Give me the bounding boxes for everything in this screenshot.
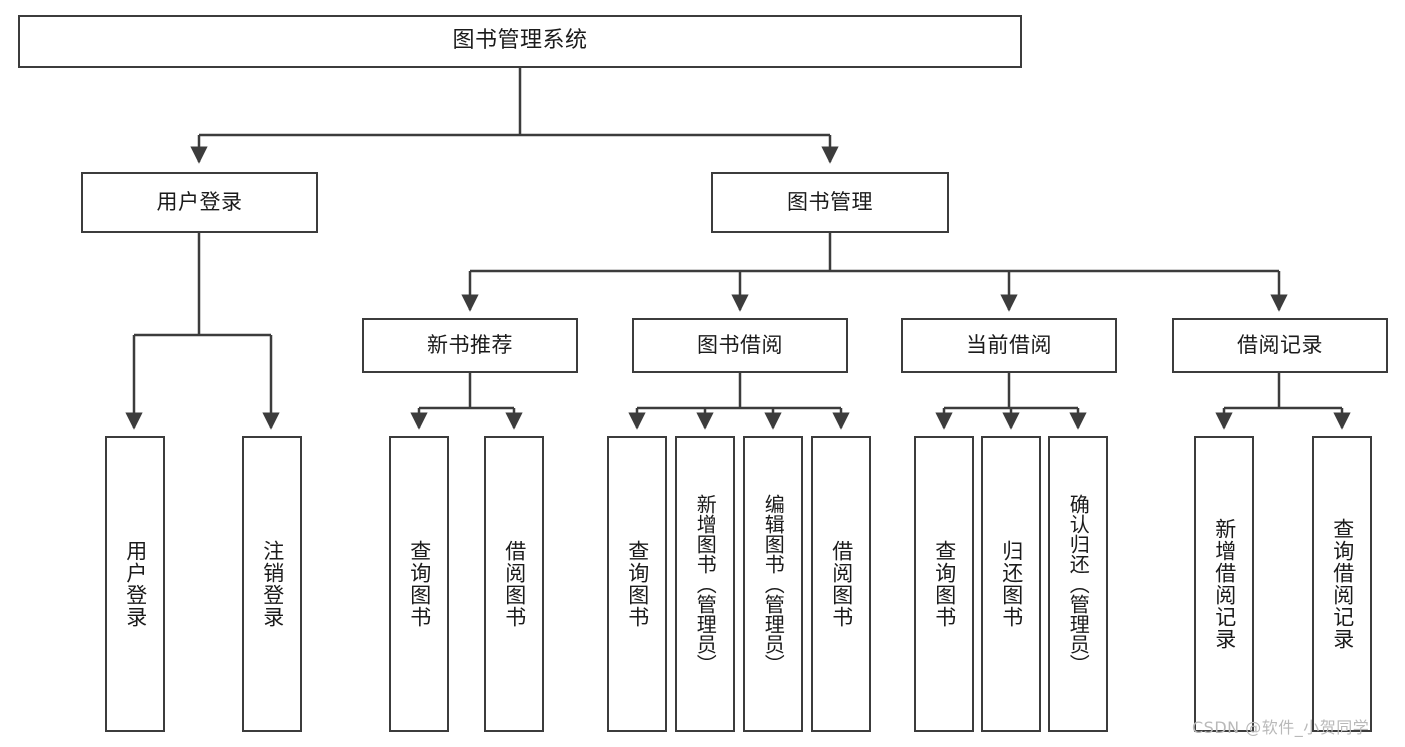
- leaf-book-borrow-borrow-books[interactable]: 借阅图书: [811, 436, 871, 732]
- leaf-new-book-borrow-books[interactable]: 借阅图书: [484, 436, 544, 732]
- node-label: 图书借阅: [697, 332, 783, 357]
- leaf-book-borrow-add-book-admin[interactable]: 新增图书（管理员）: [675, 436, 735, 732]
- leaf-user-login-login[interactable]: 用户登录: [105, 436, 165, 732]
- node-book-borrow[interactable]: 图书借阅: [632, 318, 848, 373]
- leaf-book-borrow-query-books[interactable]: 查询图书: [607, 436, 667, 732]
- leaf-current-borrow-return-books[interactable]: 归还图书: [981, 436, 1041, 732]
- node-book-management[interactable]: 图书管理: [711, 172, 949, 233]
- node-label: 新书推荐: [427, 332, 513, 357]
- node-label: 当前借阅: [966, 332, 1052, 357]
- node-current-borrow[interactable]: 当前借阅: [901, 318, 1117, 373]
- node-label: 借阅记录: [1237, 332, 1323, 357]
- node-root-library-management-system[interactable]: 图书管理系统: [18, 15, 1022, 68]
- leaf-new-book-query-books[interactable]: 查询图书: [389, 436, 449, 732]
- leaf-book-borrow-edit-book-admin[interactable]: 编辑图书（管理员）: [743, 436, 803, 732]
- node-borrow-record[interactable]: 借阅记录: [1172, 318, 1388, 373]
- node-label: 图书管理: [787, 189, 873, 214]
- node-new-book-recommendation[interactable]: 新书推荐: [362, 318, 578, 373]
- leaf-current-borrow-query-books[interactable]: 查询图书: [914, 436, 974, 732]
- node-label: 用户登录: [156, 189, 243, 214]
- node-user-login[interactable]: 用户登录: [81, 172, 318, 233]
- node-label: 图书管理系统: [452, 28, 588, 54]
- leaf-current-borrow-confirm-return-admin[interactable]: 确认归还（管理员）: [1048, 436, 1108, 732]
- leaf-borrow-record-query-record[interactable]: 查询借阅记录: [1312, 436, 1372, 732]
- leaf-user-login-logout[interactable]: 注销登录: [242, 436, 302, 732]
- leaf-borrow-record-add-record[interactable]: 新增借阅记录: [1194, 436, 1254, 732]
